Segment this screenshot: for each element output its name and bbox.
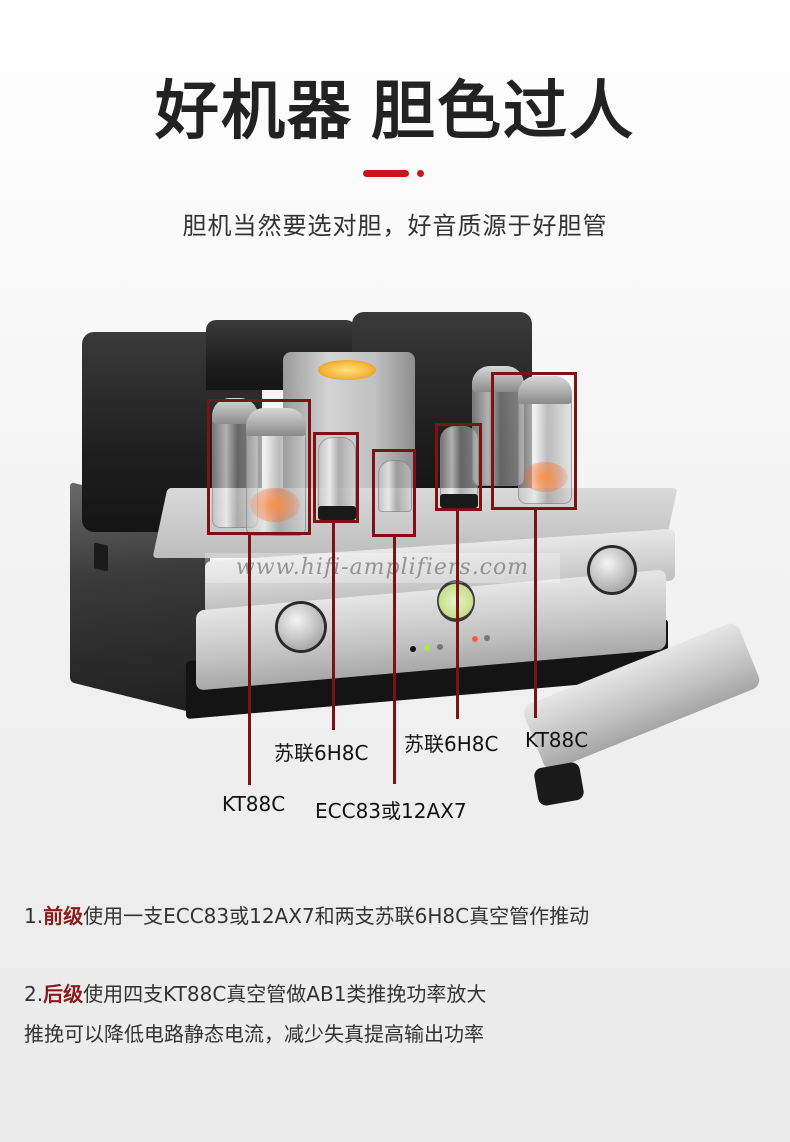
led-indicator — [484, 635, 490, 641]
description-text: 使用一支ECC83或12AX7和两支苏联6H8C真空管作推动 — [83, 904, 590, 928]
tube-glow — [522, 462, 568, 492]
power-switch — [94, 542, 108, 572]
label-ecc83: ECC83或12AX7 — [315, 799, 467, 823]
description-highlight: 前级 — [43, 904, 84, 928]
marker-box-ecc83 — [372, 449, 416, 537]
label-kt88c-left: KT88C — [222, 792, 286, 816]
page-headline: 好机器胆色过人 — [0, 72, 790, 152]
tube-cap — [472, 366, 524, 392]
leader-line-ecc83 — [393, 537, 396, 784]
marker-box-6h8c-right — [435, 423, 482, 511]
watermark: www.hifi-amplifiers.com — [205, 553, 560, 583]
tube-base — [318, 506, 356, 520]
headline-part2: 胆色过人 — [371, 75, 635, 149]
selector-knob — [590, 548, 634, 592]
led-power — [424, 645, 430, 651]
remote-control-end — [533, 761, 585, 807]
leader-line-6h8c-right — [456, 511, 459, 719]
tube-ecc83 — [378, 460, 412, 512]
tube-cap — [518, 376, 572, 404]
tube-glow — [250, 488, 300, 522]
led-headphone — [410, 646, 416, 652]
label-6h8c-left: 苏联6H8C — [274, 741, 369, 765]
accent-dot — [417, 170, 424, 177]
label-6h8c-right: 苏联6H8C — [404, 732, 499, 756]
label-kt88c-right: KT88C — [525, 728, 589, 752]
marker-box-6h8c-left — [313, 432, 359, 523]
description-power-amp-continuation: 推挽可以降低电路静态电流，减少失真提高输出功率 — [24, 1022, 484, 1046]
headline-part1: 好机器 — [155, 75, 353, 149]
led-indicator-red — [472, 636, 478, 642]
description-highlight: 后级 — [43, 982, 84, 1006]
leader-line-kt88c-left — [248, 535, 251, 785]
description-power-amp: 2.后级使用四支KT88C真空管做AB1类推挽功率放大 — [24, 978, 486, 1007]
tube-cap — [246, 408, 306, 436]
marker-box-kt88c-left — [207, 399, 311, 535]
leader-line-kt88c-right — [534, 510, 537, 718]
description-preamp: 1.前级使用一支ECC83或12AX7和两支苏联6H8C真空管作推动 — [24, 900, 589, 929]
description-text: 使用四支KT88C真空管做AB1类推挽功率放大 — [83, 982, 487, 1006]
description-number: 2. — [24, 982, 44, 1006]
tube-6h8c — [318, 437, 356, 517]
accent-bar — [363, 170, 409, 177]
description-number: 1. — [24, 904, 44, 928]
tube-base — [440, 494, 478, 508]
volume-knob — [278, 604, 324, 650]
marker-box-kt88c-right — [491, 372, 577, 510]
page-subtitle: 胆机当然要选对胆，好音质源于好胆管 — [182, 212, 608, 240]
leader-line-6h8c-left — [332, 523, 335, 730]
choke-indicator-glow — [318, 360, 376, 380]
led-indicator — [437, 644, 443, 650]
